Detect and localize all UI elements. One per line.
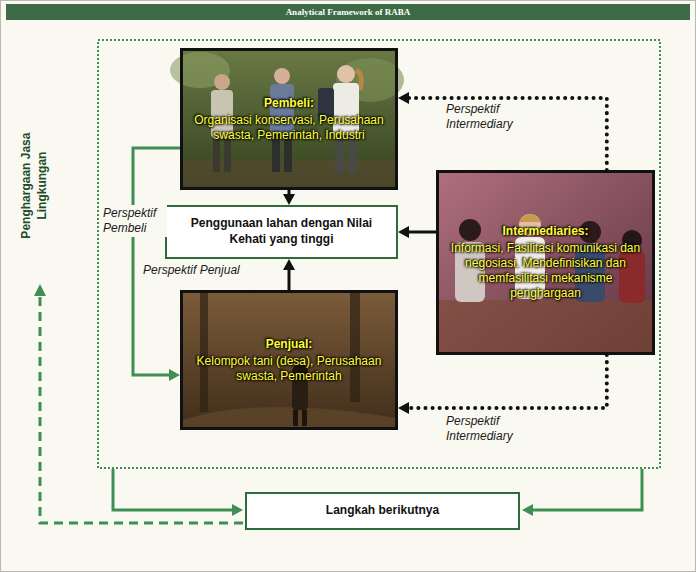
- illustration-shape: [302, 410, 307, 426]
- intermediary-box: Intermediaries: Informasi, Fasilitasi kom…: [436, 170, 655, 355]
- node-text: Kelompok tani (desa), Perusahaan swasta,…: [191, 354, 387, 384]
- node-text: Organisasi konservasi, Perusahaan swasta…: [191, 113, 387, 143]
- node-heading: Pembeli:: [264, 96, 314, 111]
- node-heading: Intermediaries:: [502, 224, 588, 239]
- seller-box: Penjual: Kelompok tani (desa), Perusahaan…: [180, 290, 398, 430]
- illustration-shape: [532, 469, 642, 510]
- illustration-shape: [519, 214, 541, 222]
- connector-arrow: [398, 355, 607, 414]
- illustration-shape: [459, 219, 481, 241]
- perspective-label: Perspektif Penjual: [143, 263, 240, 278]
- illustration-shape: [350, 292, 360, 402]
- connector-line: [408, 231, 436, 234]
- buyer-box: Pembeli: Organisasi konservasi, Perusahaa…: [180, 48, 398, 190]
- illustration-shape: [40, 296, 243, 523]
- arrow-head: [398, 226, 409, 238]
- illustration-shape: [180, 290, 398, 430]
- connector-arrow: [283, 190, 295, 205]
- perspective-label: Perspektif Intermediary: [446, 102, 528, 132]
- next-step-arrows: [34, 284, 642, 523]
- illustration-shape: [213, 138, 220, 172]
- connector-arrow: [398, 92, 607, 170]
- node-text: Informasi, Fasilitasi komunikasi dan neg…: [447, 241, 644, 301]
- node-text: Langkah berikutnya: [326, 503, 439, 519]
- connector-line: [408, 355, 607, 408]
- arrow-head: [169, 369, 180, 381]
- buyer-photo: [170, 48, 404, 190]
- arrow-head: [283, 259, 295, 270]
- connector-arrow: [283, 259, 295, 290]
- illustration-shape: [293, 410, 298, 426]
- illustration-shape: [274, 68, 290, 84]
- perspective-label: Perspektif Intermediary: [446, 414, 528, 444]
- connector-line: [133, 148, 180, 375]
- perspective-label: Perspektif Pembeli: [101, 205, 167, 237]
- reward-label: Penghargaan Jasa Lingkungan: [19, 121, 50, 251]
- next-step-box: Langkah berikutnya: [245, 492, 520, 530]
- illustration-shape: [113, 469, 233, 510]
- illustration-shape: [438, 300, 653, 353]
- illustration-shape: [182, 407, 396, 428]
- illustration-shape: [337, 65, 355, 83]
- illustration-shape: [436, 170, 655, 355]
- land-use-box: Penggunaan lahan dengan Nilai Kehati yan…: [165, 205, 398, 259]
- illustration-shape: [232, 504, 243, 516]
- intermediary-photo: [436, 170, 655, 355]
- arrow-head: [398, 92, 409, 104]
- illustration-shape: [224, 138, 231, 172]
- seller-photo: [180, 290, 398, 430]
- illustration-shape: [292, 380, 308, 410]
- illustration-shape: [200, 292, 208, 412]
- illustration-shape: [214, 74, 230, 90]
- connector-line: [288, 269, 291, 290]
- node-heading: Penjual:: [266, 337, 313, 352]
- node-text: Penggunaan lahan dengan Nilai Kehati yan…: [173, 216, 390, 247]
- illustration-shape: [34, 284, 46, 296]
- arrow-head: [283, 194, 295, 205]
- title-band: Analytical Framework of RABA: [6, 4, 690, 20]
- arrow-head: [398, 402, 409, 414]
- connector-line: [408, 98, 607, 170]
- illustration-shape: [333, 83, 359, 135]
- illustration-shape: [522, 504, 533, 516]
- diagram-title: Analytical Framework of RABA: [286, 7, 411, 17]
- illustration-shape: [98, 40, 660, 468]
- connector-arrow: [398, 226, 436, 238]
